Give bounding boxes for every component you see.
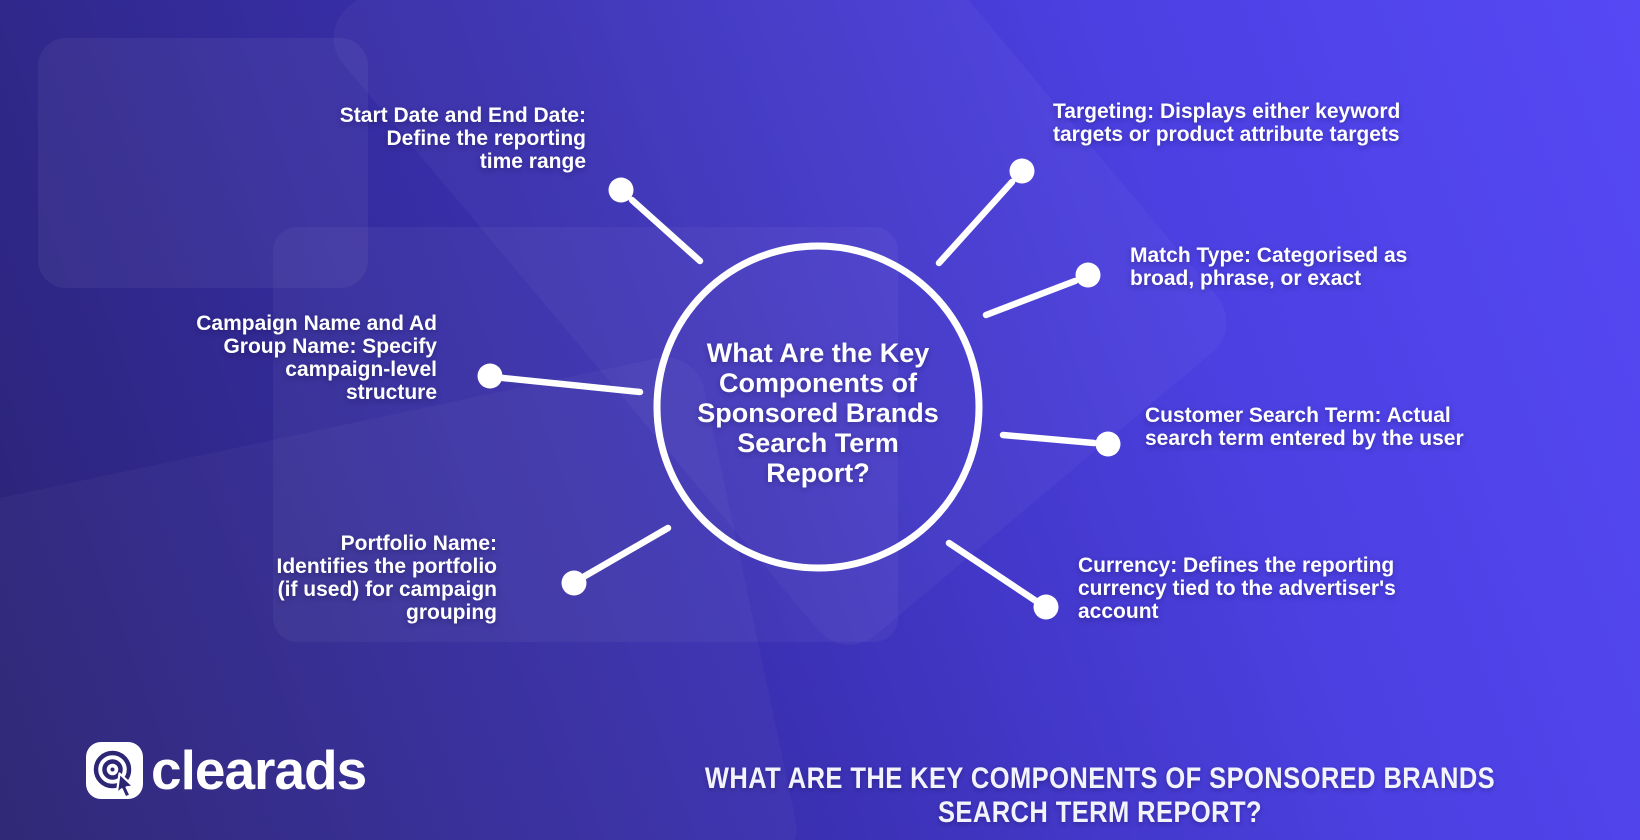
label-targeting: Targeting: Displays either keyword targe…	[1053, 100, 1401, 146]
spoke-dot-customer-search-term	[1095, 431, 1121, 457]
spoke-dot-match-type	[1075, 262, 1101, 288]
center-question: What Are the Key Components of Sponsored…	[697, 338, 939, 488]
spoke-dot-targeting	[1009, 158, 1035, 184]
spoke-line-campaign-ad-group-name	[499, 374, 644, 396]
label-portfolio-name: Portfolio Name: Identifies the portfolio…	[276, 532, 498, 624]
label-match-type: Match Type: Categorised as broad, phrase…	[1130, 244, 1408, 290]
spoke-line-targeting	[935, 178, 1016, 267]
footer-title: WHAT ARE THE KEY COMPONENTS OF SPONSORED…	[704, 762, 1496, 829]
spoke-dot-start-end-date	[608, 177, 634, 203]
label-campaign-ad-group-name: Campaign Name and Ad Group Name: Specify…	[196, 312, 437, 404]
clearads-wordmark: clearads	[151, 739, 367, 801]
target-cursor-icon	[86, 742, 143, 799]
center-circle	[653, 242, 983, 572]
spoke-line-match-type	[982, 277, 1079, 319]
spoke-line-start-end-date	[628, 196, 704, 265]
label-customer-search-term: Customer Search Term: Actual search term…	[1145, 404, 1464, 450]
label-currency: Currency: Defines the reporting currency…	[1078, 554, 1396, 623]
spoke-line-customer-search-term	[999, 431, 1098, 447]
spoke-dot-campaign-ad-group-name	[477, 363, 503, 389]
spoke-dot-currency	[1033, 594, 1059, 620]
clearads-logo: clearads	[86, 739, 367, 801]
label-start-end-date: Start Date and End Date: Define the repo…	[339, 104, 586, 173]
spoke-dot-portfolio-name	[561, 570, 587, 596]
spoke-line-portfolio-name	[581, 524, 672, 580]
spoke-line-currency	[945, 539, 1040, 605]
